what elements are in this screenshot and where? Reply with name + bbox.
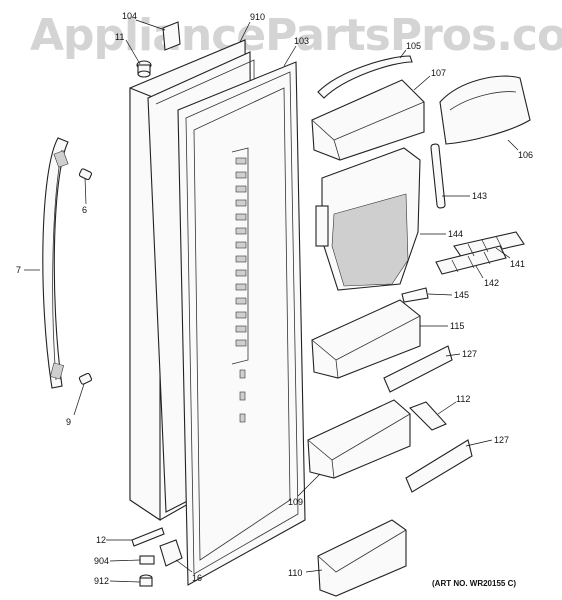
label-112: 112 <box>456 394 470 404</box>
upper-dairy-bin <box>311 79 425 161</box>
handle-screw-upper <box>78 168 93 181</box>
shelf-front-127-upper <box>383 345 453 393</box>
label-127-lower: 127 <box>494 435 509 445</box>
shelf-front-127-lower <box>405 439 473 493</box>
bin-insert-112 <box>409 401 447 431</box>
label-107: 107 <box>431 68 446 78</box>
small-part-145 <box>401 287 429 303</box>
watermark-text: AppliancePartsPros.com <box>30 10 562 61</box>
top-bracket <box>136 21 181 78</box>
label-127-upper: 127 <box>462 349 477 359</box>
leader-lines <box>24 19 519 583</box>
label-115: 115 <box>450 321 464 331</box>
bottom-door-bin <box>317 519 407 597</box>
bin-trim-105 <box>317 55 413 99</box>
label-6: 6 <box>82 205 87 215</box>
label-104: 104 <box>122 11 137 21</box>
label-912: 912 <box>94 576 109 586</box>
art-number: (ART NO. WR20155 C) <box>432 579 516 588</box>
label-904: 904 <box>94 556 109 566</box>
door-liner-rails <box>231 147 249 423</box>
label-910: 910 <box>250 12 265 22</box>
door-handle <box>42 137 69 389</box>
label-106: 106 <box>518 150 533 160</box>
side-bracket-143 <box>430 143 446 209</box>
door-gasket <box>177 61 306 586</box>
bottom-hinge-parts <box>131 527 183 587</box>
label-9: 9 <box>66 417 71 427</box>
label-110: 110 <box>288 568 302 578</box>
ice-trays <box>435 231 525 275</box>
label-141: 141 <box>510 259 525 269</box>
label-16: 16 <box>192 573 202 583</box>
label-11: 11 <box>115 32 124 42</box>
label-7: 7 <box>16 265 21 275</box>
label-143: 143 <box>472 191 487 201</box>
label-144: 144 <box>448 229 463 239</box>
middle-door-bin <box>311 299 421 379</box>
handle-screw-lower <box>78 372 93 385</box>
dispenser-bin <box>315 147 421 291</box>
label-12: 12 <box>96 535 106 545</box>
label-103: 103 <box>294 36 309 46</box>
label-142: 142 <box>484 278 499 288</box>
lower-door-bin <box>307 399 411 479</box>
label-109: 109 <box>288 497 303 507</box>
dairy-door-cover <box>439 75 531 145</box>
label-105: 105 <box>406 41 421 51</box>
label-145: 145 <box>454 290 469 300</box>
